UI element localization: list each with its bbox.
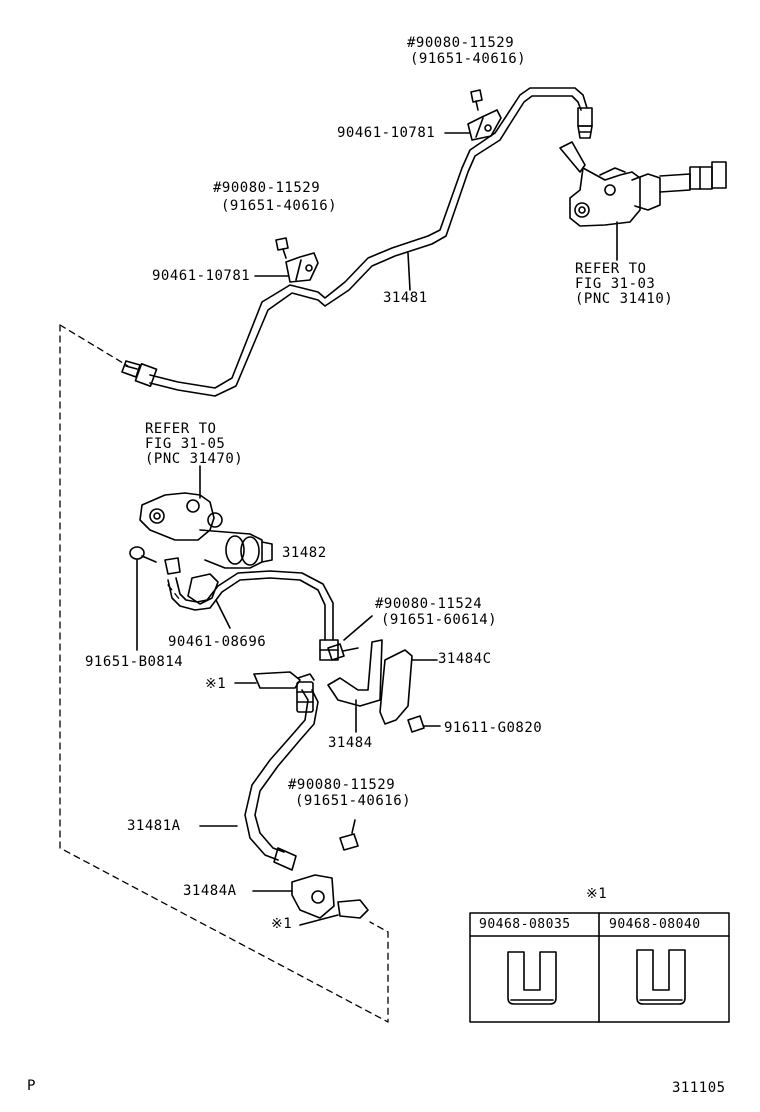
table-header-08035: 90468-08035	[479, 917, 571, 932]
assembly-outline	[59, 324, 389, 1023]
label-bracket-a: 31484A	[183, 883, 237, 899]
label-clip-ref-lower: ※1	[271, 916, 293, 932]
label-tube-release: 31482	[282, 545, 327, 561]
master-cylinder	[559, 141, 727, 261]
refer-master-line1: REFER TO	[575, 261, 647, 277]
bolt-hose	[339, 819, 359, 851]
label-clamp-mid: 90461-10781	[152, 268, 251, 284]
label-bolt-release: 91651-B0814	[85, 654, 184, 670]
hose-31481a	[199, 681, 319, 871]
note-hose-hash: #90080-11529	[288, 777, 396, 793]
clip-drawing-08035	[507, 951, 557, 1005]
label-clamp-upper: 90461-10781	[337, 125, 436, 141]
clip-lower	[299, 899, 369, 926]
release-cylinder	[139, 465, 273, 569]
clamp-upper	[444, 89, 502, 141]
refer-release-line2: FIG 31-05	[145, 436, 226, 452]
refer-master-line3: (PNC 31410)	[575, 291, 674, 307]
label-tube-main: 31481	[383, 290, 428, 306]
release-tube-31482	[164, 557, 339, 661]
note-mid-paren: (91651-40616)	[221, 198, 338, 214]
note-bolt-hash: #90080-11524	[375, 596, 483, 612]
label-bracket: 31484	[328, 735, 373, 751]
refer-master-line2: FIG 31-03	[575, 276, 656, 292]
label-clamp-release: 90461-08696	[168, 634, 267, 650]
label-bolt-bracket: 91611-G0820	[444, 720, 543, 736]
clutch-tube-31481	[121, 87, 593, 397]
refer-release-line1: REFER TO	[145, 421, 217, 437]
bracket-31484c	[379, 649, 438, 725]
clip-upper	[234, 671, 315, 689]
table-header-08040: 90468-08040	[609, 917, 701, 932]
label-hose: 31481A	[127, 818, 181, 834]
bracket-31484a	[252, 874, 335, 919]
clamp-mid	[254, 237, 319, 283]
release-bolt	[129, 546, 157, 651]
refer-release-line3: (PNC 31470)	[145, 451, 244, 467]
bolt-g0820	[407, 715, 441, 733]
note-top-paren: (91651-40616)	[410, 51, 527, 67]
label-clip-ref-upper: ※1	[205, 676, 227, 692]
bracket-31484	[327, 639, 383, 733]
figure-number: 311105	[672, 1080, 726, 1096]
page-letter: P	[27, 1078, 36, 1094]
clip-drawing-08040	[636, 949, 686, 1005]
bolt-11524	[327, 615, 373, 661]
note-top-hash: #90080-11529	[407, 35, 515, 51]
clip-table-grid	[469, 912, 730, 1023]
note-hose-paren: (91651-40616)	[295, 793, 412, 809]
note-bolt-paren: (91651-60614)	[381, 612, 498, 628]
label-bracket-c: 31484C	[438, 651, 492, 667]
note-mid-hash: #90080-11529	[213, 180, 321, 196]
table-title: ※1	[586, 886, 608, 902]
